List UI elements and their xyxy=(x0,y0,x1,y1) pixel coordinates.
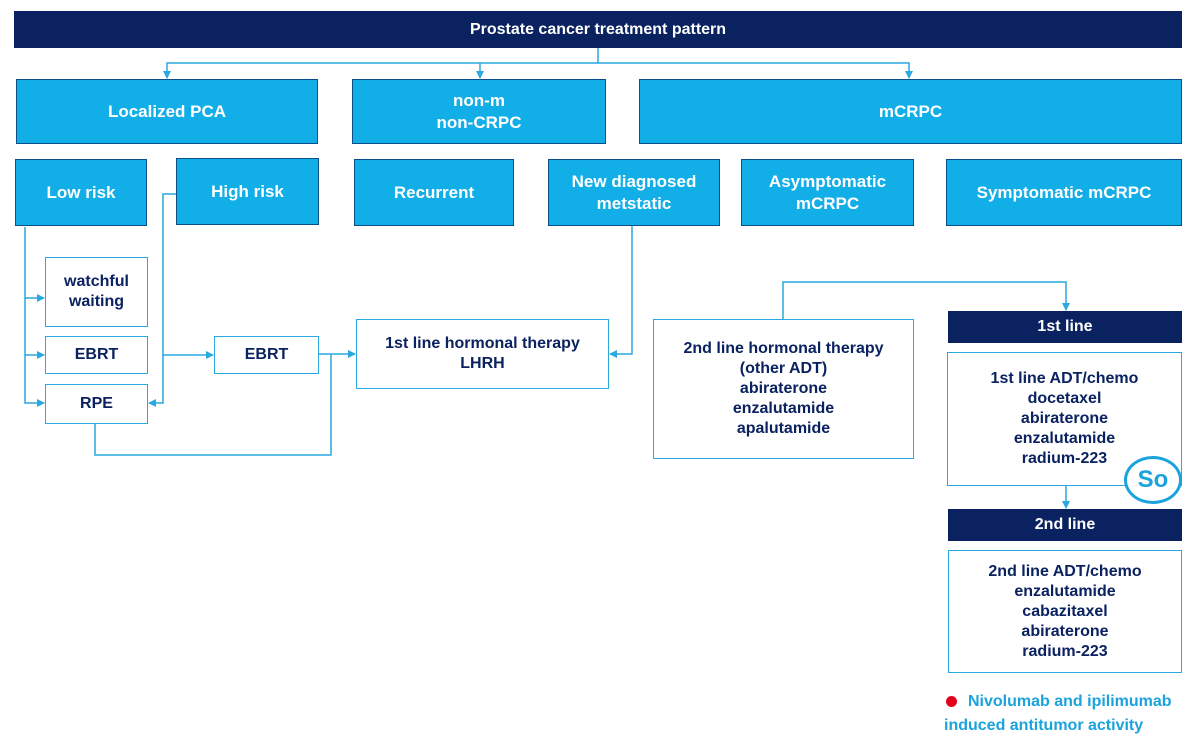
treatment-ebrt-high-risk: EBRT xyxy=(214,336,319,374)
subcategory-low-risk: Low risk xyxy=(15,159,147,226)
subcategory-recurrent: Recurrent xyxy=(354,159,514,226)
annotation-line-2: induced antitumor activity xyxy=(944,717,1144,734)
first-line-body: 1st line ADT/chemo docetaxel abiraterone… xyxy=(947,352,1182,486)
subcategory-asymptomatic: Asymptomatic mCRPC xyxy=(741,159,914,226)
subcategory-symptomatic: Symptomatic mCRPC xyxy=(946,159,1182,226)
category-non-m-non-crpc: non-m non-CRPC xyxy=(352,79,606,144)
treatment-ebrt-low-risk: EBRT xyxy=(45,336,148,374)
annotation-line-1: Nivolumab and ipilimumab xyxy=(968,693,1172,710)
diagram-title: Prostate cancer treatment pattern xyxy=(14,11,1182,48)
category-mcrpc: mCRPC xyxy=(639,79,1182,144)
second-line-header: 2nd line xyxy=(948,509,1182,541)
bullet-dot-icon xyxy=(946,696,957,707)
second-line-body: 2nd line ADT/chemo enzalutamide cabazita… xyxy=(948,550,1182,673)
treatment-first-line-hormonal: 1st line hormonal therapy LHRH xyxy=(356,319,609,389)
category-localized-pca: Localized PCA xyxy=(16,79,318,144)
so-badge: So xyxy=(1124,456,1182,504)
annotation-note: Nivolumab and ipilimumab induced antitum… xyxy=(944,690,1196,738)
treatment-second-line-hormonal: 2nd line hormonal therapy (other ADT) ab… xyxy=(653,319,914,459)
first-line-header: 1st line xyxy=(948,311,1182,343)
treatment-watchful-waiting: watchful waiting xyxy=(45,257,148,327)
treatment-rpe: RPE xyxy=(45,384,148,424)
subcategory-high-risk: High risk xyxy=(176,158,319,225)
subcategory-new-diagnosed: New diagnosed metstatic xyxy=(548,159,720,226)
